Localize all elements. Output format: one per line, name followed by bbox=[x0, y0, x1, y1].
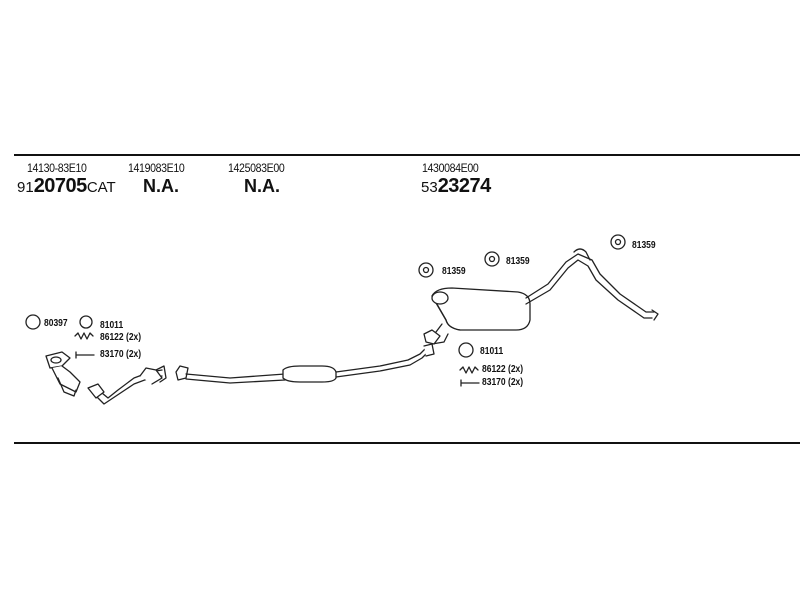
bottom-divider bbox=[14, 442, 800, 444]
part-prefix-1: 91 bbox=[17, 179, 34, 196]
label-hanger-2: 81359 bbox=[506, 256, 530, 267]
label-front-gasket: 80397 bbox=[44, 318, 68, 329]
oe-number-4: 1430084E00 bbox=[422, 161, 479, 175]
top-divider bbox=[14, 154, 800, 156]
bolt-icon bbox=[460, 379, 480, 387]
part-number-2: N.A. bbox=[143, 176, 179, 196]
oe-number-2: 1419083E10 bbox=[128, 161, 185, 175]
hanger-icon bbox=[484, 251, 500, 267]
label-front-spring: 86122 (2x) bbox=[100, 332, 142, 343]
part-main-4: 23274 bbox=[437, 175, 492, 197]
hanger-icon bbox=[610, 234, 626, 250]
label-front-clamp: 81011 bbox=[100, 320, 124, 331]
front-pipe bbox=[87, 365, 167, 405]
oe-number-1: 14130-83E10 bbox=[27, 161, 87, 175]
bolt-icon bbox=[75, 351, 95, 359]
label-rear-clamp: 81011 bbox=[480, 346, 504, 357]
hanger-icon bbox=[418, 262, 434, 278]
catalytic-converter bbox=[45, 351, 81, 397]
part-main-1: 20705 bbox=[33, 175, 88, 197]
spring-icon bbox=[74, 332, 94, 340]
ring-icon bbox=[25, 314, 41, 330]
centre-pipe bbox=[175, 343, 435, 384]
ring-icon bbox=[458, 342, 474, 358]
rear-silencer bbox=[423, 248, 659, 345]
part-number-1: 9120705CAT bbox=[17, 175, 116, 198]
label-front-bolt: 83170 (2x) bbox=[100, 349, 142, 360]
part-suffix-1: CAT bbox=[86, 179, 116, 196]
ring-icon bbox=[79, 315, 93, 329]
spring-icon bbox=[459, 366, 479, 374]
label-rear-bolt: 83170 (2x) bbox=[482, 377, 524, 388]
label-hanger-1: 81359 bbox=[442, 266, 466, 277]
label-rear-spring: 86122 (2x) bbox=[482, 364, 524, 375]
part-prefix-4: 53 bbox=[421, 179, 438, 196]
label-hanger-3: 81359 bbox=[632, 240, 656, 251]
part-number-4: 5323274 bbox=[421, 175, 491, 198]
oe-number-3: 1425083E00 bbox=[228, 161, 285, 175]
part-number-3: N.A. bbox=[244, 176, 280, 196]
